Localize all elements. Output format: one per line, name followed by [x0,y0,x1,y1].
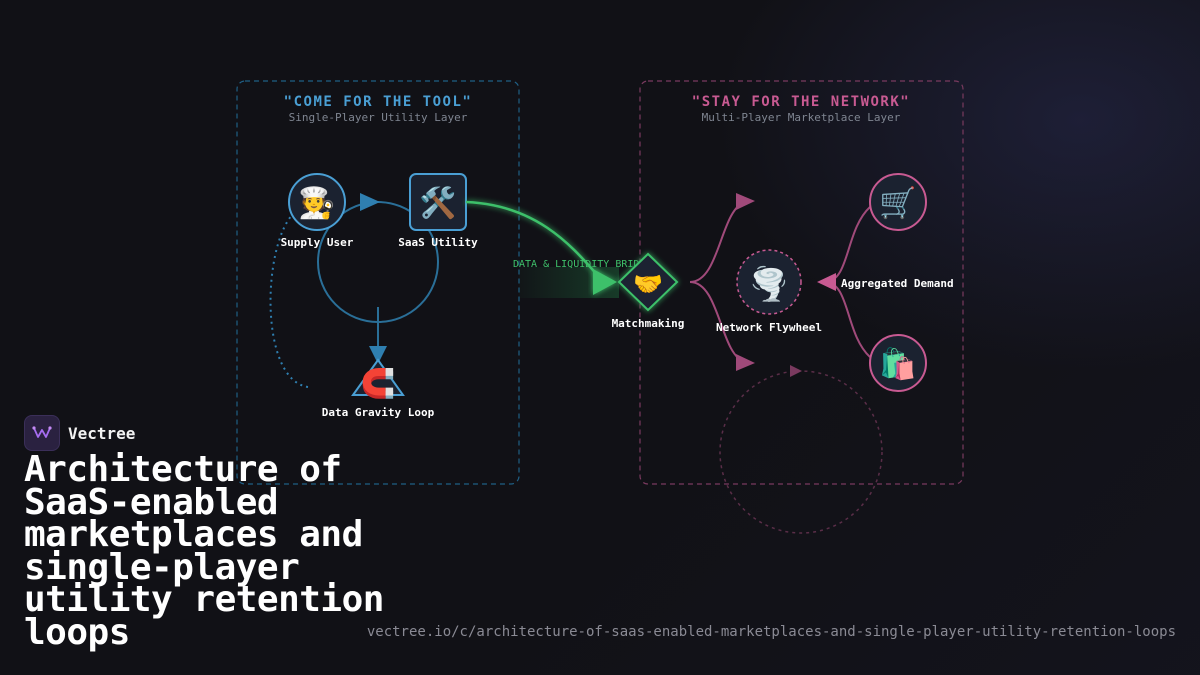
branch-down-arrow [736,354,755,371]
network-panel-heading: "STAY FOR THE NETWORK" [692,94,910,110]
network-panel-subheading: Multi-Player Marketplace Layer [702,111,901,124]
shopping-bags-icon: 🛍️ [879,346,916,382]
saas-utility-node: 🛠️ SaaS Utility [398,173,478,249]
cart-node: 🛒 [869,173,927,231]
network-flywheel-label: Network Flywheel [716,321,822,334]
demand-up-curve [824,206,871,283]
demand-down-curve [824,281,871,358]
flywheel-orbit [719,370,883,534]
tool-panel: "COME FOR THE TOOL" Single-Player Utilit… [236,80,520,485]
vectree-logo-icon [24,415,60,451]
tool-panel-frame [236,80,520,485]
bridge-label: DATA & LIQUIDITY BRIDGE [513,259,651,270]
tool-panel-subheading: Single-Player Utility Layer [289,111,468,124]
gravity-down-arrow [369,346,387,364]
brand-name: Vectree [68,423,136,443]
data-gravity-node: 🧲 Data Gravity Loop [322,358,435,419]
bridge-curve [465,200,601,279]
handshake-icon: 🤝 [633,270,663,298]
gravity-return-path [269,214,309,388]
branch-up-arrow [736,193,755,210]
network-panel: "STAY FOR THE NETWORK" Multi-Player Mark… [639,80,964,485]
matchmaking-label: Matchmaking [612,317,685,330]
brand: Vectree [24,415,135,451]
data-gravity-label: Data Gravity Loop [322,406,435,419]
supply-user-label: Supply User [281,236,354,249]
chef-icon: 🧑‍🍳 [298,185,335,221]
bridge-arrow [593,269,617,295]
saas-utility-label: SaaS Utility [398,236,478,249]
shopping-cart-icon: 🛒 [879,185,916,221]
branch-up-curve [689,201,746,283]
loop-arrow-top [360,193,380,211]
tools-icon: 🛠️ [419,184,456,221]
page-title: Architecture of SaaS-enabled marketplace… [24,449,384,653]
matchmaking-node: 🤝 Matchmaking [612,252,685,330]
bags-node: 🛍️ [869,334,927,392]
tornado-icon: 🌪️ [749,265,789,303]
page-url: vectree.io/c/architecture-of-saas-enable… [366,624,1176,640]
tool-panel-heading: "COME FOR THE TOOL" [284,94,473,110]
network-flywheel-node: 🌪️ Network Flywheel [716,249,822,334]
flywheel-orbit-arrow [790,365,802,377]
network-panel-frame [639,80,964,485]
aggregated-demand-label: Aggregated Demand [841,277,954,290]
magnet-icon: 🧲 [361,367,396,400]
demand-arrow [817,273,836,291]
supply-user-node: 🧑‍🍳 Supply User [281,173,354,249]
